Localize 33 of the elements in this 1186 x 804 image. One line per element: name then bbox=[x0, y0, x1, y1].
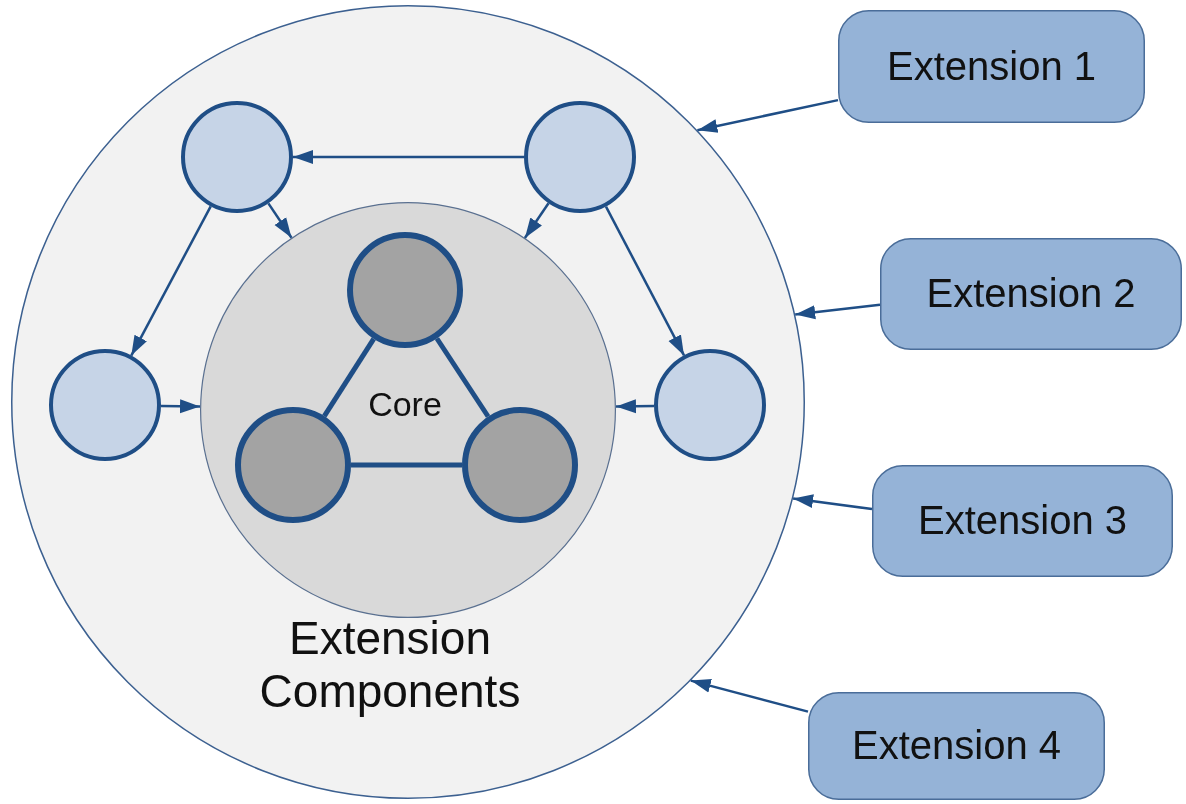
arrow bbox=[160, 399, 201, 414]
core-circle bbox=[200, 202, 616, 618]
extension-box bbox=[808, 692, 1105, 800]
arrow bbox=[615, 399, 655, 414]
arrow bbox=[795, 303, 881, 320]
connector-line bbox=[351, 462, 462, 468]
arrow bbox=[792, 494, 873, 511]
extension-box bbox=[880, 238, 1182, 350]
circle-node bbox=[347, 232, 463, 348]
extension-box bbox=[838, 10, 1145, 123]
arrow bbox=[267, 202, 293, 239]
extension-label: Extension 3 bbox=[917, 497, 1128, 543]
circle-node bbox=[181, 101, 293, 213]
circle-node bbox=[462, 407, 578, 523]
circle-node bbox=[235, 407, 351, 523]
extension-box bbox=[872, 465, 1173, 577]
circle-label: Extension Components bbox=[258, 612, 522, 718]
outer-circle bbox=[11, 5, 805, 799]
arrow bbox=[697, 98, 839, 133]
arrow bbox=[293, 150, 524, 164]
arrow bbox=[604, 206, 686, 356]
connector-line bbox=[434, 337, 491, 418]
arrow bbox=[690, 678, 809, 713]
circle-node bbox=[524, 101, 636, 213]
extension-label: Extension 2 bbox=[925, 270, 1137, 316]
circle-node bbox=[49, 349, 161, 461]
arrow bbox=[523, 202, 550, 239]
extension-label: Extension 4 bbox=[851, 722, 1062, 768]
connector-line bbox=[322, 337, 376, 418]
core-label: Core bbox=[367, 385, 443, 425]
arrow bbox=[130, 205, 212, 357]
circle-node bbox=[654, 349, 766, 461]
extension-label: Extension 1 bbox=[886, 42, 1097, 89]
